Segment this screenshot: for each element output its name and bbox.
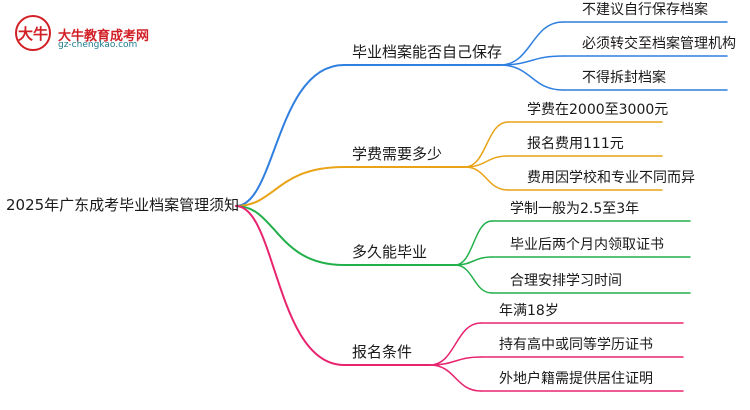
leaf-connector (464, 166, 509, 191)
leaf-label: 毕业后两个月内领取证书 (510, 237, 664, 253)
leaf-label: 不建议自行保存档案 (582, 2, 708, 18)
branch-connector (235, 205, 345, 266)
branch-connector (235, 64, 345, 207)
leaf-label: 学制一般为2.5至3年 (510, 201, 640, 217)
branch-label: 报名条件 (352, 343, 413, 361)
leaf-label: 年满18岁 (499, 303, 559, 319)
logo-name: 大牛教育成考网 (58, 29, 150, 44)
branch-label: 学费需要多少 (352, 145, 443, 163)
leaf-connector (429, 322, 482, 366)
leaf-label: 报名费用111元 (527, 136, 624, 152)
branch-connector (235, 205, 345, 366)
leaf-label: 外地户籍需提供居住证明 (499, 371, 653, 387)
leaf-connector (499, 21, 564, 66)
logo-mark-text: 大牛 (18, 25, 48, 43)
leaf-label: 合理安排学习时间 (510, 273, 622, 289)
logo-mark-icon: 大牛 (15, 15, 51, 51)
leaf-connector (454, 264, 493, 294)
branch-label: 多久能毕业 (352, 243, 428, 261)
branch-connector (235, 166, 345, 207)
leaf-connector (454, 220, 493, 266)
leaf-label: 费用因学校和专业不同而异 (527, 170, 695, 186)
leaf-label: 必须转交至档案管理机构 (582, 36, 736, 52)
leaf-connector (499, 64, 564, 91)
site-logo[interactable]: 大牛 大牛教育成考网 gz-chengkao.com (14, 12, 174, 52)
logo-url: gz-chengkao.com (58, 40, 138, 50)
leaf-label: 不得拆封档案 (582, 70, 666, 86)
root-node: 2025年广东成考毕业档案管理须知 (6, 196, 240, 214)
leaf-label: 持有高中或同等学历证书 (499, 337, 653, 353)
leaf-connector (429, 364, 482, 392)
branch-label: 毕业档案能否自己保存 (352, 43, 503, 61)
leaf-label: 学费在2000至3000元 (527, 102, 669, 118)
leaf-connector (464, 121, 509, 168)
leaf-connector (499, 55, 564, 66)
